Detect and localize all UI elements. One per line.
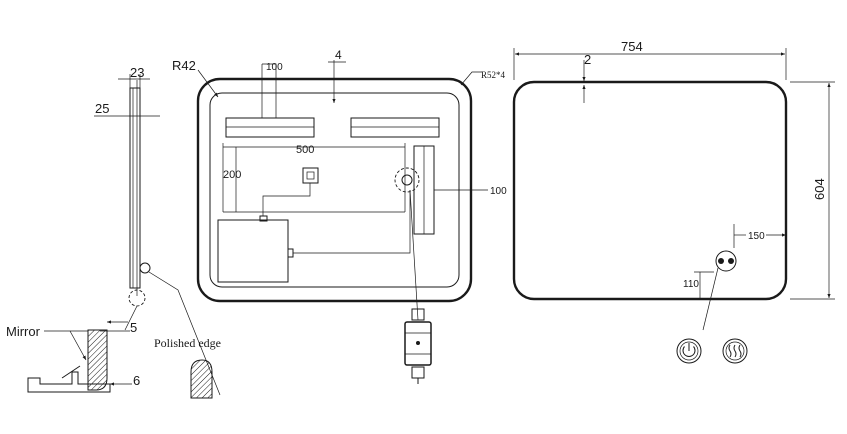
dim-strip-width: 100 <box>266 62 283 73</box>
connector-bottom <box>411 366 425 379</box>
rear-outer-frame <box>196 77 473 303</box>
dim-glass-thickness: 5 <box>130 320 137 335</box>
label-polished-edge: Polished edge <box>154 336 221 350</box>
power-icon <box>676 338 702 364</box>
front-mirror-outline <box>512 80 788 301</box>
mirror-side-profile <box>129 87 141 289</box>
dim-switch-y: 110 <box>683 279 699 290</box>
led-strip-right <box>350 117 440 138</box>
switch-detail-circle <box>394 167 420 193</box>
label-mirror: Mirror <box>6 324 41 339</box>
glass-section <box>87 329 108 391</box>
dim-front-top-margin: 2 <box>584 52 591 67</box>
dim-span-width: 500 <box>296 144 314 156</box>
dim-switch-x: 150 <box>748 231 765 242</box>
sensor-square <box>302 167 319 184</box>
rear-inner-frame <box>209 92 460 288</box>
heat-waves-icon <box>722 338 748 364</box>
corner-radius-note: R52*4 <box>481 70 506 80</box>
polished-edge-shape <box>190 359 213 399</box>
dim-top-offset: 4 <box>335 48 342 62</box>
connector-top <box>411 308 425 321</box>
edge-detail-marker <box>139 262 151 274</box>
dim-front-height: 604 <box>812 178 827 200</box>
bracket-section <box>27 371 111 393</box>
dim-side-offset: 100 <box>490 186 507 197</box>
side-view: 23 25 Mirror 5 6 Polished edge <box>6 65 221 399</box>
dim-front-width: 754 <box>621 39 643 54</box>
corner-radius-label: R42 <box>172 58 196 73</box>
front-view: 754 604 2 150 110 <box>512 39 835 364</box>
dim-span-height: 200 <box>223 169 241 181</box>
dim-side-top: 23 <box>130 65 144 80</box>
dim-side-left: 25 <box>95 101 109 116</box>
junction-box <box>404 321 432 366</box>
led-strip-left <box>225 117 315 138</box>
rear-view: 500 200 100 4 R42 R52*4 100 <box>172 48 507 384</box>
touch-switch <box>715 250 737 272</box>
driver-box <box>217 219 289 283</box>
dim-bracket: 6 <box>133 373 140 388</box>
